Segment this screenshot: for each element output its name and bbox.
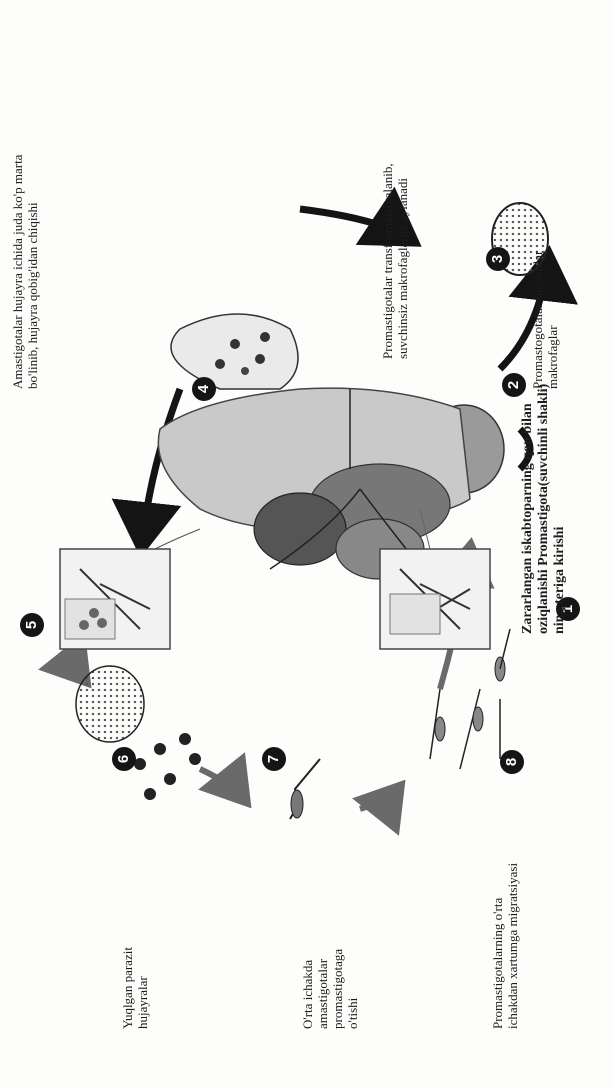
arrow-7-to-8 (360, 789, 398, 809)
step-label-7: O'rta ichakda amastigotalar promastigota… (300, 829, 360, 1029)
step-label-4a: Promastigotalar transformatsiyalanib, su… (380, 59, 410, 359)
step-label-8: Promastigotalarning o'rta ichakdan xartu… (490, 769, 520, 1029)
step-number-3: 3 (486, 247, 510, 271)
step-number-4: 4 (192, 377, 216, 401)
parasite-cluster (76, 666, 201, 800)
step-number-6: 6 (112, 747, 136, 771)
sandfly-panel-5 (60, 549, 170, 649)
step-number-7: 7 (262, 747, 286, 771)
step-label-6: Yuqlgan parazit hujayralar (120, 829, 150, 1029)
step-label-2: Promastogotalar-fagositlar makrofaglar (530, 159, 560, 389)
promastigote-forms (290, 629, 510, 819)
step-label-4b: Amastigotalar hujayra ichida juda ko'p m… (10, 9, 40, 389)
arrow-6-to-7 (200, 769, 244, 799)
infected-macrophage (171, 314, 298, 389)
step-number-5: 5 (20, 613, 44, 637)
